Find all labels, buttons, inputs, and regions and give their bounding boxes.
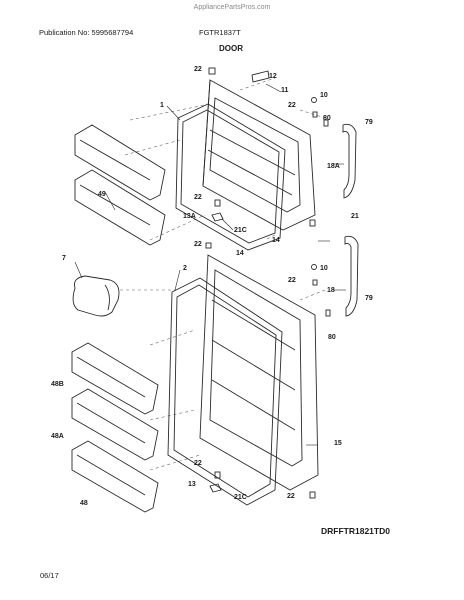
callout-48: 48 — [80, 500, 88, 507]
callout-10-b: 10 — [320, 265, 328, 272]
callout-10-a: 10 — [320, 92, 328, 99]
callout-79-a: 79 — [365, 119, 373, 126]
callout-80-b: 80 — [328, 334, 336, 341]
diagram-code: DRFFTR1821TD0 — [321, 526, 390, 536]
callout-22-a: 22 — [194, 66, 202, 73]
callout-22-f: 22 — [194, 460, 202, 467]
callout-22-c: 22 — [194, 194, 202, 201]
callout-79-b: 79 — [365, 295, 373, 302]
callout-7: 7 — [62, 255, 66, 262]
callout-22-e: 22 — [288, 277, 296, 284]
callout-11: 11 — [281, 87, 289, 94]
callout-48b: 48B — [51, 381, 64, 388]
callout-18: 18 — [327, 287, 335, 294]
publication-date: 06/17 — [40, 571, 59, 580]
callout-2: 2 — [183, 265, 187, 272]
callout-18a: 18A — [327, 163, 340, 170]
callout-22-b: 22 — [288, 102, 296, 109]
watermark: AppliancePartsPros.com — [193, 4, 271, 11]
callout-22-g: 22 — [287, 493, 295, 500]
callout-21c-b: 21C — [234, 494, 247, 501]
callout-13a: 13A — [183, 213, 196, 220]
callout-14-b: 14 — [236, 250, 244, 257]
callout-15: 15 — [334, 440, 342, 447]
model-number: FGTR1837T — [199, 28, 241, 37]
callout-1: 1 — [160, 102, 164, 109]
callout-49: 49 — [98, 191, 106, 198]
callout-48a: 48A — [51, 433, 64, 440]
callout-22-d: 22 — [194, 241, 202, 248]
callout-14-a: 14 — [272, 237, 280, 244]
callout-labels: 22 12 11 10 1 22 80 79 18A 49 22 13A 21C… — [51, 66, 373, 507]
publication-number: Publication No: 5995687794 — [39, 28, 134, 37]
callout-12: 12 — [269, 73, 277, 80]
callout-80-a: 80 — [323, 115, 331, 122]
section-title: DOOR — [219, 44, 243, 53]
callout-13: 13 — [188, 481, 196, 488]
callout-21c-a: 21C — [234, 227, 247, 234]
diagram-lines — [71, 67, 359, 513]
callout-21: 21 — [351, 213, 359, 220]
